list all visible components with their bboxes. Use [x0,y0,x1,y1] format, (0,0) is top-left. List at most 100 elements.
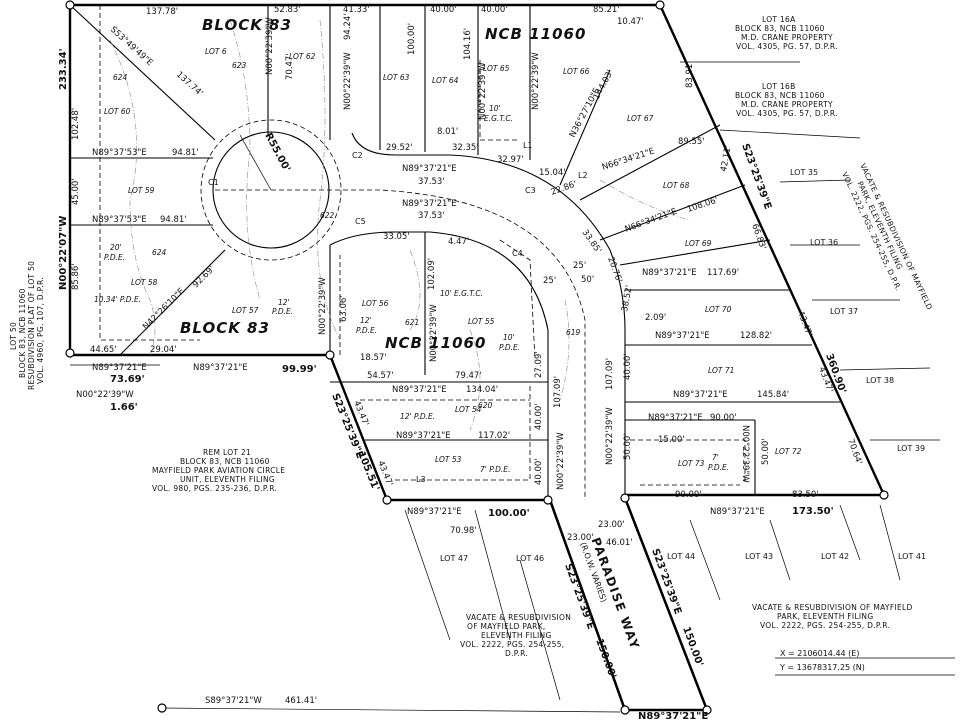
lot-43: LOT 43 [745,552,773,561]
monument-s2 [382,495,392,505]
lot-lines [69,4,840,495]
dim-5457: 54.57' [367,371,394,381]
monuments [65,0,889,715]
pde-12b: 12' [360,316,372,325]
paradise-way-west-row [548,499,627,711]
lot-73: LOT 73 [678,459,705,468]
dim-4500: 45.00' [71,178,81,205]
dim-1857: 18.57' [360,353,387,363]
note-vacate-east: VACATE & RESUBDIVISION OF MAYFIELD PARK,… [840,162,934,311]
bearing-n89-5781-top: N89°37'53"E [92,148,147,158]
curve-c2: C2 [352,151,363,160]
contour-624a: 624 [113,73,128,82]
dim-10416: 104.16' [463,28,473,60]
dim-9999: 99.99' [282,364,317,375]
svg-text:VOL. 4305, PG. 57, D.P.R.: VOL. 4305, PG. 57, D.P.R. [736,109,838,118]
dim-3852: 38.52' [620,285,634,313]
contour-622: 622 [320,211,335,220]
svg-text:BLOCK 83, NCB 11060: BLOCK 83, NCB 11060 [735,24,825,33]
monument-s1 [325,350,335,360]
note-lot50: LOT 50 BLOCK 83, NCB 11060 RESUBDIVISION… [9,261,45,390]
lot-6: LOT 6 [205,47,227,56]
dim-14584: 145.84' [757,390,789,400]
svg-text:LOT 50: LOT 50 [9,322,18,350]
adjacent-lines [70,61,955,713]
lot-67: LOT 67 [627,114,654,123]
note-rem-lot21: REM LOT 21 BLOCK 83, NCB 11060 MAYFIELD … [152,448,285,493]
line-l1: L1 [523,141,533,150]
block-label-bottom: BLOCK 83 [180,319,270,337]
lot-42: LOT 42 [821,552,849,561]
bearing-n89-54a: N89°37'21"E [392,385,447,395]
lot-64: LOT 64 [432,76,459,85]
bearing-n00-64: N00°22'39"W [478,62,488,120]
coordinates: X = 2106014.44 (E) Y = 13678317.25 (N) [779,649,865,672]
dim-3753b: 37.53' [418,211,445,221]
dim-2709: 27.09' [534,351,544,378]
pde-7b: 7' P.D.E. [480,465,510,474]
curve-c3: C3 [525,186,536,195]
lot-72: LOT 72 [775,447,802,456]
bearing-n00-73: N00°22'39"W [605,407,615,465]
street-north-curve [351,132,626,495]
cul-de-sac-easement-circle [200,119,342,261]
dim-1500: 15.00' [658,435,685,445]
note-vacate-bottom-left: VACATE & RESUBDIVISION OF MAYFIELD PARK,… [460,613,571,658]
svg-text:VACATE & RESUBDIVISION: VACATE & RESUBDIVISION [466,613,571,622]
svg-text:VOL. 4305, PG. 57, D.P.R.: VOL. 4305, PG. 57, D.P.R. [736,42,838,51]
monument-bottom-w [620,705,630,715]
dim-2300a: 23.00' [567,533,594,543]
dim-8955: 89.55' [678,137,705,147]
dim-8350: 83.50' [792,490,819,500]
bearing-n89-54b: N89°37'21"E [396,431,451,441]
bearing-n89-72: N89°37'21"E [648,413,703,423]
dim-4347a: 43.47' [795,310,814,338]
pde-10-label: P.D.E. [499,343,520,352]
dim-5000b: 50.00' [761,438,771,465]
lot-39: LOT 39 [897,444,925,453]
lot-59: LOT 59 [128,186,155,195]
easement-lines [99,5,746,486]
dim-7047: 70.47' [285,53,295,80]
dim-4000e: 40.00' [623,353,633,380]
monument-nw [65,0,75,10]
dim-9481a: 94.81' [172,148,199,158]
bearing-n00-63: N00°22'39"W [343,52,353,110]
svg-text:PARK, ELEVENTH FILING: PARK, ELEVENTH FILING [777,612,873,621]
note-vacate-bottom-right: VACATE & RESUBDIVISION OF MAYFIELD PARK,… [752,603,912,630]
lot-57: LOT 57 [232,306,259,315]
bearing-n89-70: N89°37'21"E [655,331,710,341]
dim-10806: 108.06' [686,195,720,214]
lot-47: LOT 47 [440,554,468,563]
pde-1034: 10.34' P.D.E. [94,295,141,304]
bearing-n00-55: N00°22'39"W [429,304,439,362]
dim-166: 1.66' [110,402,138,413]
dim-10551: 105.51' [355,450,381,493]
ncb-label-top: NCB 11060 [485,25,586,43]
lot-numbers: LOT 6 LOT 60 LOT 59 LOT 58 LOT 57 LOT 56… [104,47,926,563]
dim-10709b: 107.09' [605,358,615,390]
bearing-n89-tie-top: N89°37'21"E [638,711,708,720]
bearing-n66-b: N66°34'21"E [624,207,679,235]
bearing-n89-bottom-mid: N89°37'21"E [193,363,248,373]
dim-11702: 117.02' [478,431,510,441]
bearing-n00-65: N00°22'39"W [531,52,541,110]
pde-20-label: P.D.E. [104,253,125,262]
dim-10209: 102.09' [427,258,437,290]
svg-text:RESUBDIVISION PLAT OF LOT 50: RESUBDIVISION PLAT OF LOT 50 [27,261,36,390]
street-south-curve [329,231,549,500]
bearing-n89-bottom-right: N89°37'21"E [710,507,765,517]
dim-8521: 85.21' [593,5,620,15]
svg-text:D.P.R.: D.P.R. [505,649,528,658]
bearing-c-bot: N89°37'21"E [402,199,457,209]
contour-620: 620 [478,401,493,410]
dim-15000a: 150.00' [593,637,618,680]
pde-12b-label: P.D.E. [356,326,377,335]
dim-209: 2.09' [645,313,666,323]
dim-12882: 128.82' [740,331,772,341]
pde-20: 20' [110,243,122,252]
svg-text:BLOCK 83, NCB 11060: BLOCK 83, NCB 11060 [18,288,27,378]
monument-s3 [543,495,553,505]
dim-2286: 22.86' [550,179,578,198]
lot-62: LOT 62 [289,52,316,61]
